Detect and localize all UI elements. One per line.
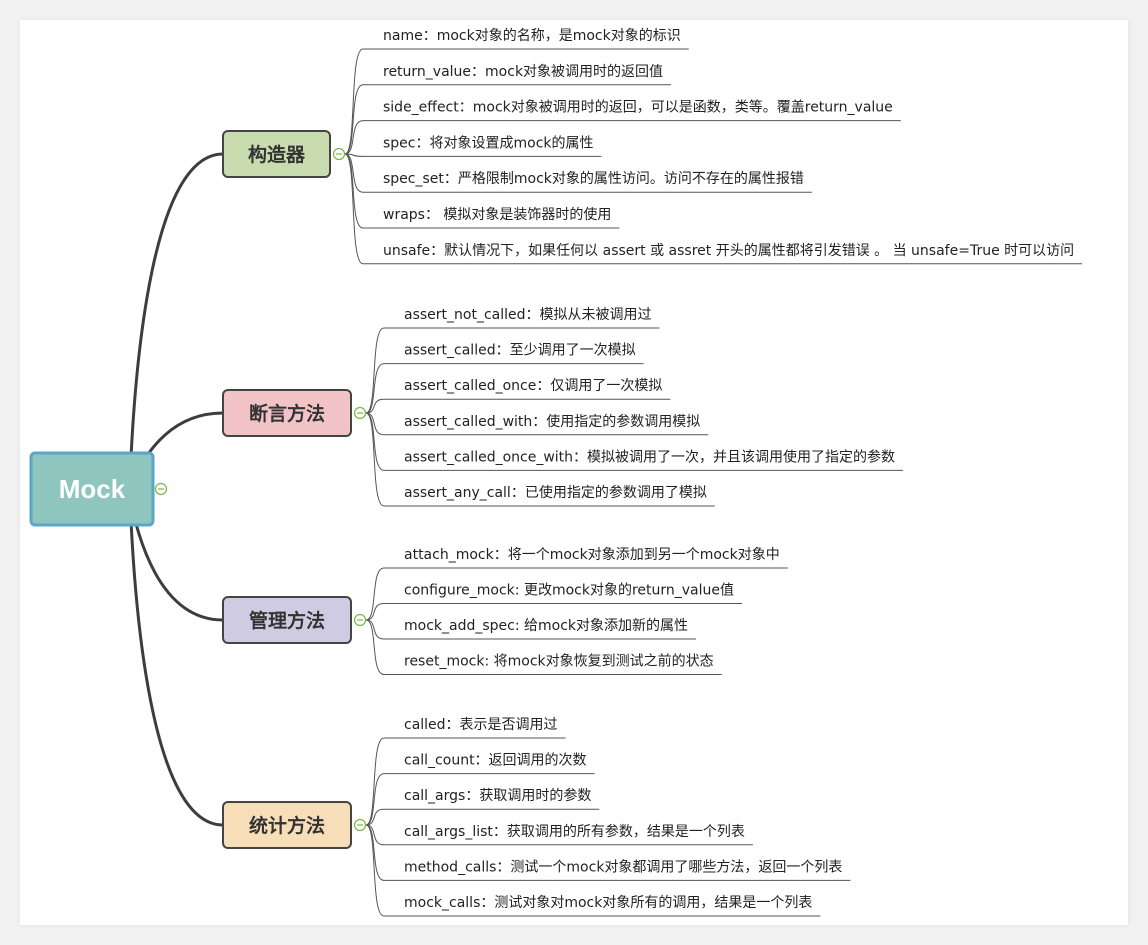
leaf-item[interactable]: attach_mock：将一个mock对象添加到另一个mock对象中	[384, 547, 788, 569]
root-connector-4	[128, 497, 225, 827]
leaf-connector	[365, 603, 385, 621]
leaf-connector	[344, 48, 364, 155]
leaf-connector	[344, 153, 364, 265]
leaf-label: method_calls：测试一个mock对象都调用了哪些方法，返回一个列表	[404, 859, 842, 875]
leaf-label: attach_mock：将一个mock对象添加到另一个mock对象中	[404, 547, 780, 563]
leaf-label: mock_calls：测试对象对mock对象所有的调用，结果是一个列表	[404, 895, 812, 911]
leaf-label: name：mock对象的名称，是mock对象的标识	[383, 28, 681, 44]
leaf-label: called：表示是否调用过	[404, 717, 558, 733]
leaf-connector	[365, 363, 385, 414]
leaf-connector	[365, 824, 385, 881]
leaf-item[interactable]: assert_called_once_with：模拟被调用了一次，并且该调用使用…	[384, 448, 904, 471]
leaf-connector	[365, 398, 385, 414]
leaf-item[interactable]: assert_called：至少调用了一次模拟	[384, 343, 644, 365]
leaf-item[interactable]: mock_add_spec: 给mock对象添加新的属性	[384, 618, 697, 640]
leaf-connector	[365, 412, 385, 436]
leaf-label: call_args：获取调用时的参数	[404, 787, 591, 804]
branch-node-2[interactable]: 断言方法	[222, 389, 352, 437]
leaf-label: spec：将对象设置成mock的属性	[383, 135, 594, 151]
leaf-item[interactable]: reset_mock: 将mock对象恢复到测试之前的状态	[384, 653, 722, 675]
branch-label: 断言方法	[249, 402, 325, 425]
root-node[interactable]: Mock	[29, 451, 155, 527]
leaf-connector	[365, 412, 385, 507]
leaf-label: assert_not_called：模拟从未被调用过	[404, 307, 652, 323]
leaf-connector	[365, 619, 385, 640]
branch-node-3[interactable]: 管理方法	[222, 596, 352, 644]
leaf-item[interactable]: call_args：获取调用时的参数	[384, 787, 600, 810]
leaf-label: mock_add_spec: 给mock对象添加新的属性	[404, 618, 688, 634]
leaf-item[interactable]: return_value：mock对象被调用时的返回值	[363, 64, 672, 86]
leaf-connector	[344, 153, 364, 157]
leaf-connector	[365, 567, 385, 621]
leaf-item[interactable]: mock_calls：测试对象对mock对象所有的调用，结果是一个列表	[384, 895, 821, 917]
root-label: Mock	[59, 474, 126, 504]
leaf-item[interactable]: method_calls：测试一个mock对象都调用了哪些方法，返回一个列表	[384, 859, 851, 881]
leaf-item[interactable]: call_count：返回调用的次数	[384, 753, 595, 775]
leaf-label: assert_any_call：已使用指定的参数调用了模拟	[404, 484, 707, 501]
leaf-item[interactable]: spec_set：严格限制mock对象的属性访问。访问不存在的属性报错	[363, 171, 812, 193]
branch-collapse-toggle-2[interactable]	[353, 406, 367, 420]
branch-collapse-toggle-3[interactable]	[353, 613, 367, 627]
root-connector-1	[128, 152, 225, 481]
leaf-item[interactable]: spec：将对象设置成mock的属性	[363, 135, 602, 157]
leaf-connector	[344, 84, 364, 155]
leaf-label: assert_called_once_with：模拟被调用了一次，并且该调用使用…	[404, 448, 895, 465]
branch-collapse-toggle-4[interactable]	[353, 818, 367, 832]
root-collapse-toggle[interactable]	[154, 482, 168, 496]
leaf-label: call_args_list：获取调用的所有参数，结果是一个列表	[404, 823, 745, 840]
leaf-item[interactable]: name：mock对象的名称，是mock对象的标识	[363, 28, 689, 50]
leaf-connector	[365, 808, 385, 826]
leaf-item[interactable]: assert_called_once：仅调用了一次模拟	[384, 378, 671, 400]
leaf-label: reset_mock: 将mock对象恢复到测试之前的状态	[404, 653, 714, 670]
branch-label: 管理方法	[249, 609, 325, 632]
leaf-connector	[365, 619, 385, 675]
leaf-connector	[365, 824, 385, 846]
branch-collapse-toggle-1[interactable]	[332, 147, 346, 161]
leaf-label: spec_set：严格限制mock对象的属性访问。访问不存在的属性报错	[383, 171, 804, 187]
leaf-connector	[365, 773, 385, 826]
leaf-item[interactable]: unsafe：默认情况下，如果任何以 assert 或 assret 开头的属性…	[363, 243, 1083, 265]
mindmap-canvas	[20, 20, 1128, 925]
leaf-label: assert_called_with：使用指定的参数调用模拟	[404, 413, 700, 430]
leaf-label: assert_called：至少调用了一次模拟	[404, 343, 636, 359]
leaf-label: wraps： 模拟对象是装饰器时的使用	[383, 206, 611, 223]
branch-node-1[interactable]: 构造器	[222, 130, 331, 178]
leaf-label: assert_called_once：仅调用了一次模拟	[404, 378, 662, 394]
leaf-item[interactable]: called：表示是否调用过	[384, 717, 566, 739]
leaf-label: side_effect：mock对象被调用时的返回，可以是函数，类等。覆盖ret…	[383, 99, 893, 116]
leaf-label: configure_mock: 更改mock对象的return_value值	[404, 583, 734, 599]
leaf-item[interactable]: configure_mock: 更改mock对象的return_value值	[384, 583, 743, 604]
leaf-item[interactable]: call_args_list：获取调用的所有参数，结果是一个列表	[384, 823, 753, 846]
leaf-item[interactable]: wraps： 模拟对象是装饰器时的使用	[363, 206, 620, 229]
leaf-item[interactable]: assert_not_called：模拟从未被调用过	[384, 307, 660, 329]
branch-node-4[interactable]: 统计方法	[222, 801, 352, 849]
leaf-label: unsafe：默认情况下，如果任何以 assert 或 assret 开头的属性…	[383, 243, 1074, 259]
leaf-label: return_value：mock对象被调用时的返回值	[383, 64, 663, 80]
leaf-connector	[365, 327, 385, 414]
leaf-item[interactable]: assert_any_call：已使用指定的参数调用了模拟	[384, 484, 715, 507]
leaf-item[interactable]: side_effect：mock对象被调用时的返回，可以是函数，类等。覆盖ret…	[363, 99, 901, 122]
leaf-connector	[344, 120, 364, 155]
leaf-connector	[365, 412, 385, 471]
leaf-label: call_count：返回调用的次数	[404, 753, 587, 769]
leaf-connector	[365, 824, 385, 917]
branch-label: 统计方法	[249, 814, 325, 837]
leaf-connector	[365, 737, 385, 826]
leaf-item[interactable]: assert_called_with：使用指定的参数调用模拟	[384, 413, 709, 436]
leaf-connector	[344, 153, 364, 193]
branch-label: 构造器	[248, 143, 306, 166]
